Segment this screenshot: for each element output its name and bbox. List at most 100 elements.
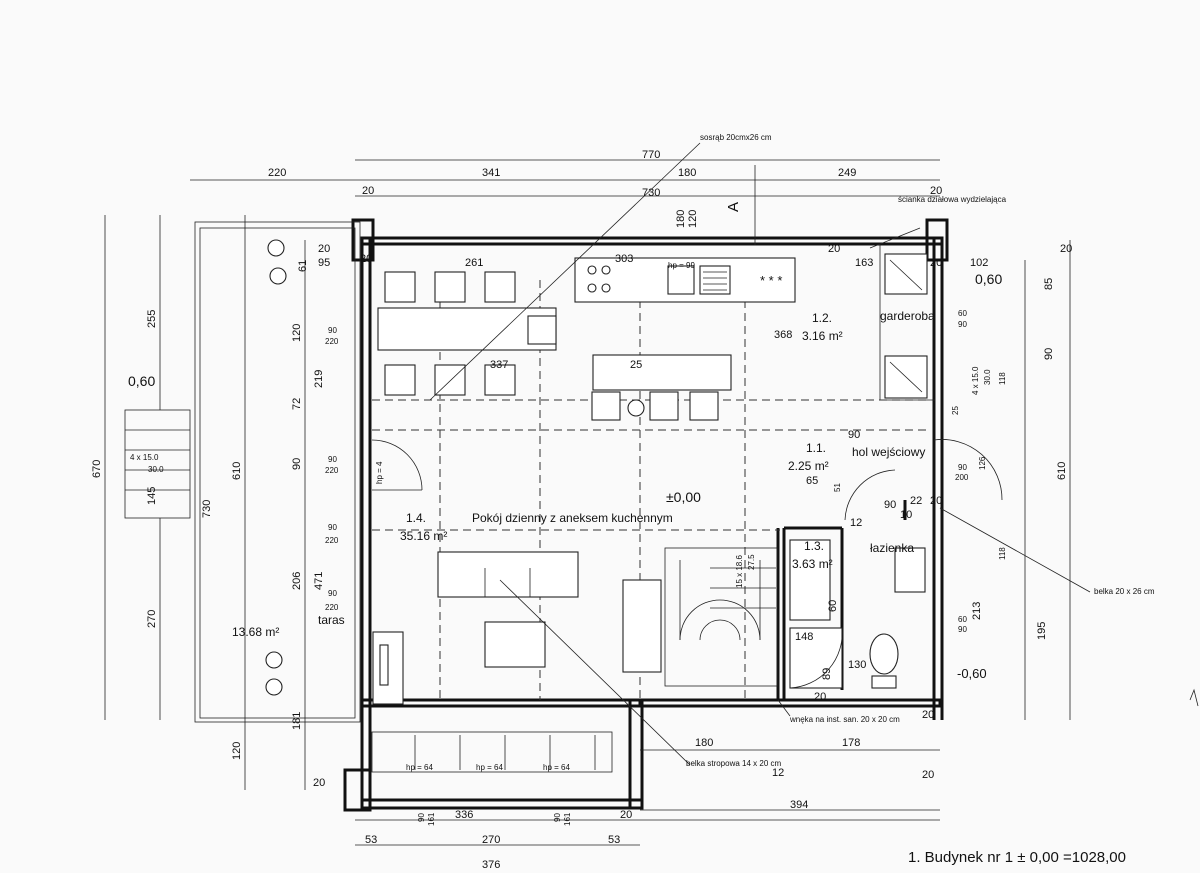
- hp-64-b: hp = 64: [476, 763, 503, 772]
- dim-20-f: 20: [930, 257, 942, 269]
- stair-15x18: 15 x 18.6: [735, 555, 744, 588]
- level-top: 0,60: [975, 271, 1002, 287]
- dim-90-b: 90: [958, 625, 967, 634]
- dim-53-a: 53: [365, 834, 377, 846]
- dim-610-r: 610: [1056, 462, 1068, 480]
- windows: [371, 731, 613, 773]
- dim-213: 213: [971, 602, 983, 620]
- dim-181: 181: [291, 712, 303, 730]
- level-zero: ±0,00: [666, 489, 701, 505]
- kitchen-stars: * * *: [760, 273, 782, 288]
- hp-64-a: hp = 64: [406, 763, 433, 772]
- dim-195: 195: [1036, 622, 1048, 640]
- dim-220-b: 220: [325, 466, 339, 475]
- dim-102: 102: [970, 257, 988, 269]
- dim-10: 10: [900, 509, 912, 521]
- exterior-walls: [343, 218, 949, 812]
- dim-20-i: 20: [620, 809, 632, 821]
- dim-90-220-a: 90: [328, 326, 337, 335]
- living-room-name: Pokój dzienny z aneksem kuchennym: [472, 511, 673, 525]
- dim-770: 770: [642, 149, 660, 161]
- dim-20-l: 20: [922, 709, 934, 721]
- dim-95: 95: [318, 257, 330, 269]
- wardrobe-area: 3.16 m²: [802, 329, 843, 343]
- bathroom-area: 3.63 m²: [792, 557, 833, 571]
- bathroom-fixtures: [789, 539, 926, 689]
- dim-220-c: 220: [325, 536, 339, 545]
- dim-20-b: 20: [930, 185, 942, 197]
- dim-270-b: 270: [482, 834, 500, 846]
- terrace-area: 13.68 m²: [232, 625, 279, 639]
- dim-219: 219: [313, 370, 325, 388]
- bathroom-number: 1.3.: [804, 539, 824, 553]
- dim-12: 12: [772, 767, 784, 779]
- dim-90-220-d: 90: [328, 589, 337, 598]
- stair-spec: 4 x 15.0: [130, 453, 159, 462]
- terrace-outline: [124, 221, 361, 723]
- dim-4x15: 4 x 15.0: [971, 366, 980, 395]
- bathroom-name: łazienka: [870, 541, 914, 555]
- dim-85: 85: [1043, 278, 1055, 290]
- wardrobe-name: garderoba: [880, 309, 935, 323]
- hp-99-label: hp = 99: [668, 261, 695, 270]
- dim-72: 72: [291, 398, 303, 410]
- dim-22: 22: [910, 495, 922, 507]
- hall-name: hol wejściowy: [852, 445, 925, 459]
- dim-180: 180: [678, 167, 696, 179]
- dim-90-hall: 90: [848, 429, 860, 441]
- dim-20-c: 20: [318, 243, 330, 255]
- dimension-lines: [104, 159, 1071, 846]
- dim-20-g: 20: [1060, 243, 1072, 255]
- dim-90-l: 90: [291, 458, 303, 470]
- dim-163: 163: [855, 257, 873, 269]
- stair-depth: 30.0: [148, 465, 164, 474]
- dim-261: 261: [465, 257, 483, 269]
- dim-120-v: 120: [687, 210, 699, 228]
- door-swings: [371, 439, 1003, 521]
- note-belka-right: belka 20 x 26 cm: [1094, 587, 1155, 596]
- dim-60: 60: [827, 600, 839, 612]
- hall-number: 1.1.: [806, 441, 826, 455]
- dim-25: 25: [630, 359, 642, 371]
- building-title: 1. Budynek nr 1 ± 0,00 =1028,00: [908, 849, 1126, 866]
- dim-20-k: 20: [814, 691, 826, 703]
- dim-670: 670: [91, 460, 103, 478]
- drawing-labels: 770 220 341 180 249 730 20 20 20 95 20 2…: [91, 133, 1155, 871]
- dining-table-chairs: [377, 271, 557, 396]
- dim-30: 30.0: [983, 369, 992, 385]
- dim-161-a: 161: [427, 812, 436, 826]
- dim-180-b: 180: [695, 737, 713, 749]
- dim-90-r: 90: [1043, 348, 1055, 360]
- dim-61: 61: [297, 260, 309, 272]
- dim-336: 336: [455, 809, 473, 821]
- wardrobe-shelves: [884, 253, 928, 399]
- dim-90-220-b: 90: [328, 455, 337, 464]
- hall-area: 2.25 m²: [788, 459, 829, 473]
- dim-60-w: 60: [958, 309, 967, 318]
- dim-471: 471: [313, 572, 325, 590]
- note-scianka: ścianka działowa wydzielająca: [898, 195, 1007, 204]
- sofa: [372, 551, 662, 705]
- living-room-number: 1.4.: [406, 511, 426, 525]
- dim-180-v: 180: [675, 210, 687, 228]
- dim-20-h: 20: [313, 777, 325, 789]
- kitchen-counter: [574, 257, 796, 303]
- dim-118-a: 118: [998, 547, 1007, 560]
- wardrobe-number: 1.2.: [812, 311, 832, 325]
- dim-148: 148: [795, 631, 813, 643]
- hp-64-c: hp = 64: [543, 763, 570, 772]
- dim-126: 126: [978, 456, 987, 470]
- dim-20-m: 20: [930, 495, 942, 507]
- dim-161-b: 161: [563, 812, 572, 826]
- dim-20-e: 20: [828, 243, 840, 255]
- dim-368: 368: [774, 329, 792, 341]
- dim-220-d: 220: [325, 603, 339, 612]
- dim-20-d: 20: [360, 253, 372, 265]
- dim-730-top: 730: [642, 187, 660, 199]
- dim-145: 145: [146, 487, 158, 505]
- hp-4-label: hp = 4: [375, 461, 384, 484]
- dim-200-a: 200: [955, 473, 969, 482]
- dim-730-l: 730: [201, 500, 213, 518]
- dim-376: 376: [482, 859, 500, 871]
- note-belka-strop: belka stropowa 14 x 20 cm: [686, 759, 781, 768]
